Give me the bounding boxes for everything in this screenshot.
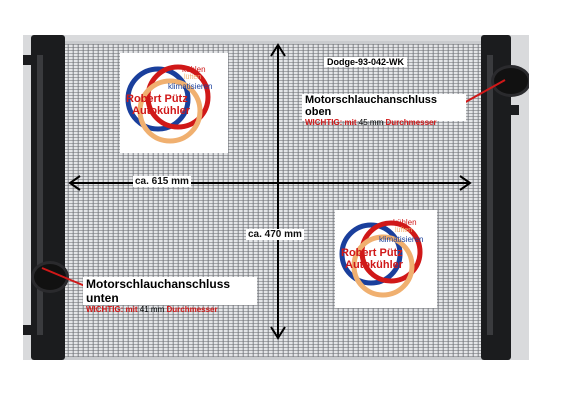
bottom-connection-title: Motorschlauchanschluss unten — [86, 277, 231, 305]
logo-line-lueften: lüften — [184, 74, 202, 81]
logo-line-klimatisieren: klimatisieren — [168, 82, 213, 91]
top-diameter: 45 mm — [358, 118, 384, 127]
width-label: ca. 615 mm — [133, 176, 191, 187]
height-label: ca. 470 mm — [246, 229, 304, 240]
top-connection-callout: Motorschlauchanschluss oben WICHTIG: mit… — [302, 94, 466, 127]
bottom-warn-suffix: Durchmesser — [166, 305, 218, 314]
upper-hose-connector — [491, 65, 529, 97]
brand-logo-bottom: kühlen lüften klimatisieren Robert Pütz … — [335, 210, 437, 308]
top-left-bracket — [23, 55, 37, 65]
top-connection-title: Motorschlauchanschluss oben — [305, 94, 438, 118]
logo-name-2: Autokühler — [132, 105, 191, 117]
top-warn-suffix: Durchmesser — [385, 118, 437, 127]
top-connection-warning: WICHTIG: mit 45 mm Durchmesser — [305, 118, 463, 127]
logo-line-kuehlen: kühlen — [182, 65, 206, 74]
brand-logo-top: kühlen lüften klimatisieren Robert Pütz … — [120, 53, 228, 153]
bottom-diameter: 41 mm — [139, 305, 165, 314]
logo-name-1: Robert Pütz — [341, 247, 403, 259]
logo-line-klimatisieren: klimatisieren — [379, 235, 424, 244]
model-code: Dodge-93-042-WK — [324, 57, 408, 67]
top-warn-prefix: WICHTIG: mit — [305, 118, 357, 127]
bottom-connection-warning: WICHTIG: mit 41 mm Durchmesser — [86, 305, 254, 314]
bottom-warn-prefix: WICHTIG: mit — [86, 305, 138, 314]
logo-name-2: Autokühler — [345, 259, 404, 271]
logo-line-lueften: lüften — [395, 227, 413, 234]
logo-name-1: Robert Pütz — [126, 93, 188, 105]
right-bracket — [505, 105, 519, 115]
left-tank — [31, 35, 65, 360]
bottom-connection-callout: Motorschlauchanschluss unten WICHTIG: mi… — [83, 277, 257, 314]
lower-hose-connector — [31, 261, 69, 293]
bottom-left-bracket — [23, 325, 37, 335]
logo-line-kuehlen: kühlen — [393, 218, 417, 227]
